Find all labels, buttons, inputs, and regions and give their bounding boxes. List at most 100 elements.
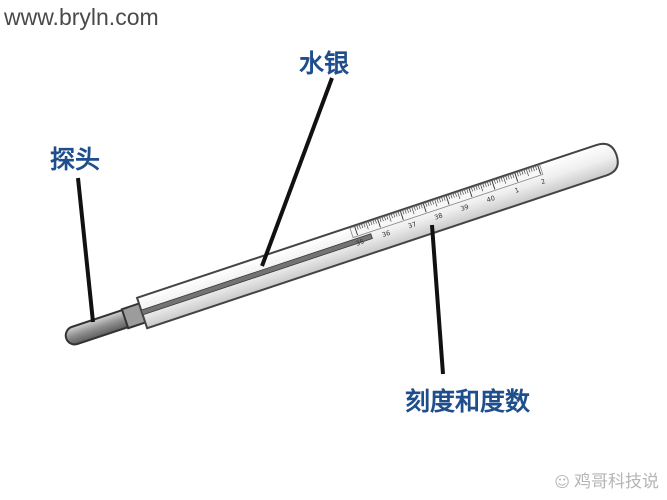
scale-tick [500,177,503,182]
scale-tick [496,179,499,184]
scale-tick [507,175,510,180]
scale-tick [489,181,492,186]
scale-tick [356,225,359,230]
scale-tick [370,221,373,226]
scale-tick [361,224,364,229]
author-watermark: ☺鸡哥科技说 [554,467,659,492]
scale-tick [505,176,508,181]
scale-tick [434,199,438,207]
scale-tick [409,208,412,213]
label-scale: 刻度和度数 [405,387,531,416]
label-probe: 探头 [50,145,101,174]
scale-tick [519,171,522,176]
scale-tick [354,226,358,236]
scale-tick [537,165,542,175]
scale-band [349,164,544,239]
scale-tick [491,180,496,190]
scale-tick [372,220,375,225]
scale-tick [368,221,370,226]
scale-tick [530,167,533,172]
scale-number: 36 [381,229,391,239]
scale-tick [452,193,455,198]
scale-tick [395,212,398,217]
scale-number: 35 [355,238,365,248]
scale-tick [436,198,439,203]
scale-tick [432,200,435,205]
scale-tick [459,191,462,196]
scale-tick [473,186,476,191]
scale-tick [439,198,441,203]
scale-tick [535,166,538,171]
scale-tick [457,192,461,199]
scale-number: 2 [540,177,546,186]
scale-tick [365,222,369,230]
scale-tick [411,207,415,215]
scale-tick [526,169,529,177]
scale-tick [445,195,450,205]
mercury-column [140,233,373,316]
scale-tick [512,173,515,178]
scale-tick [386,215,389,220]
scale-tick [416,205,419,210]
scale-tick [494,179,496,184]
scale-tick [418,205,421,210]
scale-tick [498,178,501,183]
site-watermark: www.bryln.com [4,4,159,30]
scale-tick [377,218,381,228]
author-watermark-text: 鸡哥科技说 [574,472,659,492]
scale-tick [516,172,519,177]
scale-tick [422,203,427,213]
glass-tube [135,142,619,330]
scale-number: 37 [407,220,417,230]
scale-tick [468,188,473,198]
scale-tick [448,195,451,200]
leader-line-probe [76,177,95,323]
scale-tick [510,174,512,179]
scale-tick [523,170,526,175]
scale-tick [487,182,489,187]
scale-tick [471,187,473,192]
scale-tick [528,168,531,173]
scale-tick [482,183,485,188]
scale-tick [402,210,405,215]
scale-tick [391,214,393,219]
scale-tick [363,223,366,228]
scale-tick [464,189,467,194]
scale-tick [466,189,469,194]
scale-tick [393,213,396,218]
scale-tick [455,192,457,197]
scale-tick [388,214,392,222]
scale-tick [450,194,453,199]
scale-tick [532,167,535,171]
scale-tick [478,185,480,190]
scale-tick [425,202,428,207]
scale-tick [484,182,487,187]
scale-tick [400,211,404,220]
scale-tick [475,186,478,191]
scale-tick [358,224,361,229]
scale-tick [443,196,446,201]
scale-tick [427,202,430,207]
scale-number: 1 [514,186,520,195]
leader-line-scale [430,224,445,375]
scale-tick [413,206,416,211]
scale-tick [384,216,386,221]
scale-tick [503,176,506,184]
scale-tick [420,204,423,209]
scale-ticks [354,165,542,236]
scale-tick [404,209,407,214]
label-mercury: 水银 [299,49,350,78]
scale-tick [521,170,524,175]
scale-number: 39 [459,203,469,213]
scale-tick [379,218,382,223]
scale-tick [374,219,377,224]
scale-tick [407,208,409,213]
scale-tick [480,184,484,192]
leader-line-mercury [260,77,334,267]
scale-tick [429,201,432,206]
scale-tick [514,173,519,182]
scale-tick [381,217,384,222]
